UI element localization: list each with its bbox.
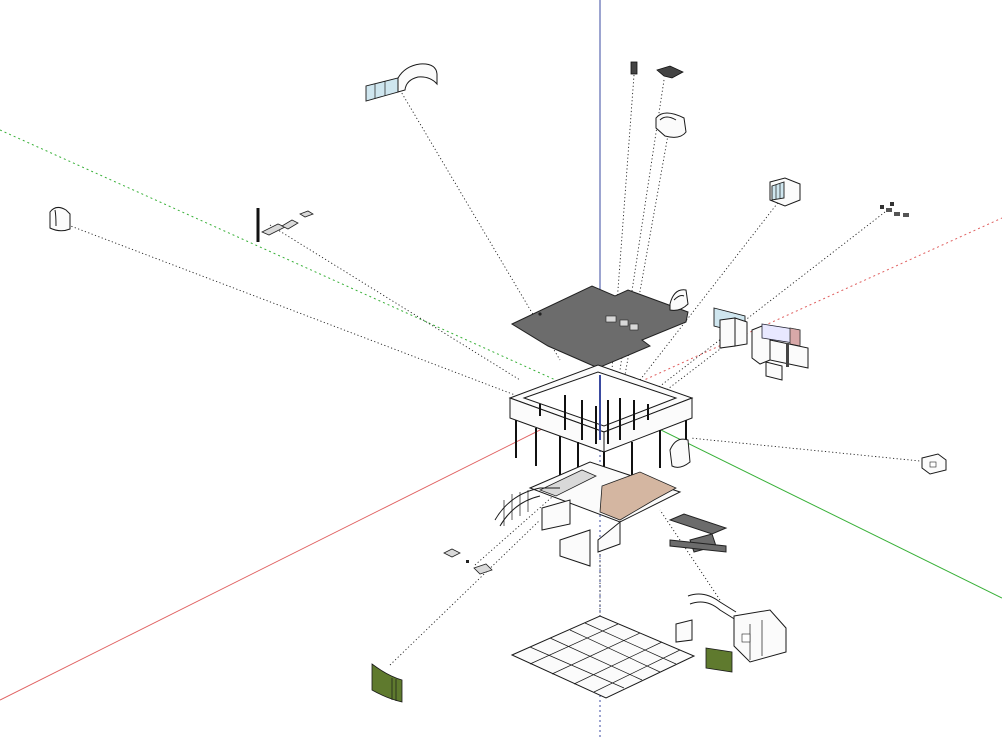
fixtures-part[interactable] (256, 208, 314, 242)
red-axis-negative (0, 399, 601, 701)
red-axis-positive (599, 217, 1002, 401)
ground-floor-walls-part[interactable] (675, 593, 787, 673)
small-box-part[interactable] (921, 453, 947, 475)
interior-walls-part[interactable] (713, 307, 809, 381)
curved-glass-wall-part[interactable] (365, 63, 438, 102)
green-axis-positive (599, 399, 1002, 599)
lower-fixtures-part[interactable] (443, 548, 493, 575)
small-room-box-part[interactable] (769, 177, 801, 207)
green-axis-negative (0, 129, 601, 401)
main-building-frame[interactable] (508, 364, 694, 486)
curved-panel-part[interactable] (371, 663, 403, 703)
roof-fixtures-part[interactable] (630, 61, 684, 79)
foundation-grid-part[interactable] (510, 615, 696, 699)
explode-leader-lines (67, 74, 931, 666)
hardware-part[interactable] (880, 202, 909, 217)
ramp-part[interactable] (668, 513, 728, 553)
curved-screen-part[interactable] (49, 206, 71, 232)
stair-enclosure-part[interactable] (669, 289, 689, 311)
roof-slab-part[interactable] (510, 285, 689, 369)
curved-solarium-wall-part[interactable] (655, 112, 687, 138)
ground-floor-part[interactable] (494, 461, 682, 567)
